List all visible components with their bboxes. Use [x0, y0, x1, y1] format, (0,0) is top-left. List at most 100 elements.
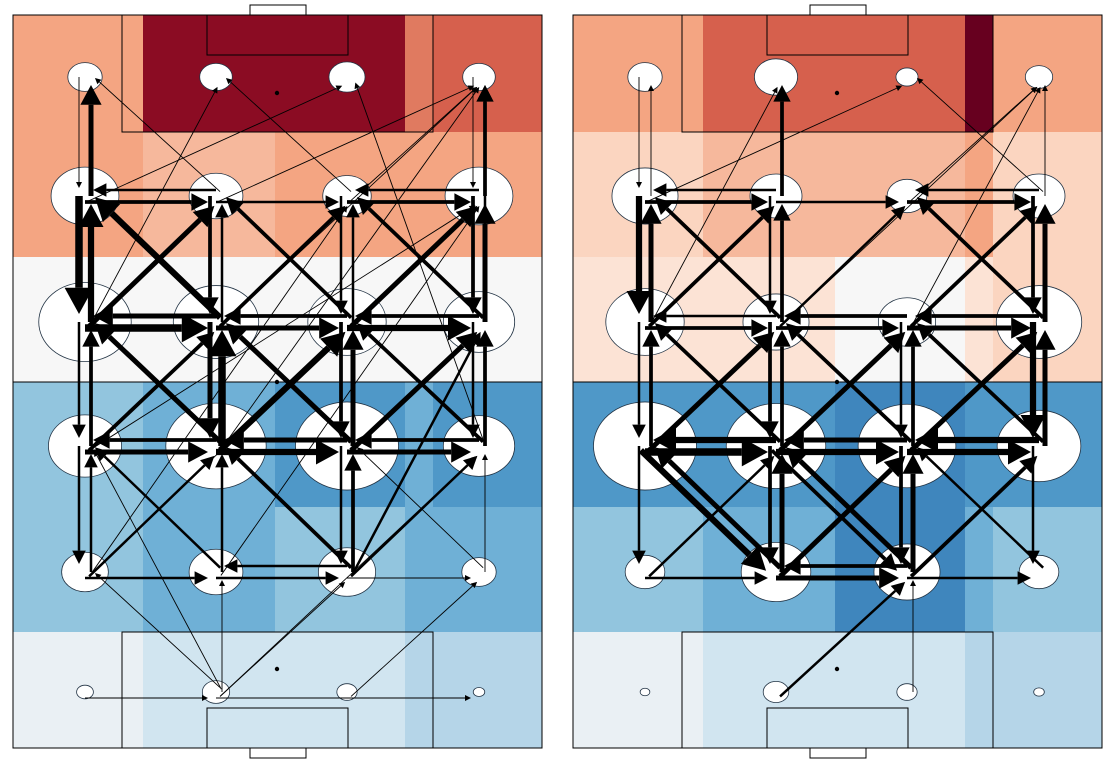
pass-arrow-shaft: [778, 467, 893, 579]
pass-arrow-head: [316, 439, 339, 465]
pass-arrow: [72, 322, 86, 438]
pass-arrow: [909, 205, 1038, 328]
pass-arrow-shaft: [107, 334, 222, 444]
zone-node: [172, 285, 260, 359]
centre-spot: [274, 379, 280, 385]
zone-node: [1018, 554, 1060, 590]
pass-arrow-head: [84, 454, 98, 468]
zone-cell: [965, 382, 993, 507]
pass-arrow: [347, 575, 471, 581]
pass-arrow: [1034, 330, 1056, 446]
pass-arrow: [76, 77, 82, 188]
pass-arrow-head: [356, 197, 375, 215]
pass-arrow-head: [448, 315, 471, 341]
pass-arrow: [351, 331, 481, 576]
bottom-penalty-spot: [834, 666, 840, 672]
pass-arrow-head: [94, 323, 117, 345]
pass-arrow: [785, 447, 913, 570]
pass-arrow-head: [202, 695, 208, 701]
pass-arrow-head: [354, 82, 361, 90]
pass-arrow-head: [225, 447, 244, 465]
pass-arrow-head: [1042, 85, 1048, 91]
pass-arrow: [89, 205, 348, 576]
pass-arrow-head: [640, 204, 662, 224]
pass-arrow-head: [910, 580, 916, 586]
pass-edges: [626, 77, 1056, 698]
zone-node: [725, 403, 827, 489]
pass-arrow-head: [895, 85, 903, 91]
pass-arrow-shaft: [909, 215, 1027, 328]
pass-arrow: [904, 330, 922, 446]
pass-arrow-shaft: [220, 210, 477, 576]
zone-node: [624, 554, 666, 590]
pass-arrow-shaft: [349, 217, 465, 329]
pass-arrow-head: [751, 319, 768, 337]
pass-arrow-head: [335, 85, 343, 91]
top-penalty-spot: [274, 90, 280, 96]
pass-arrow-head: [325, 571, 339, 585]
zone-node: [67, 62, 103, 92]
pass-arrow-head: [785, 323, 804, 341]
pass-arrow-head: [478, 85, 492, 99]
zone-node: [461, 557, 497, 587]
pass-arrow-head: [879, 553, 898, 571]
pass-arrow-head: [342, 330, 364, 350]
pass-arrow-head: [194, 571, 208, 585]
pass-arrow: [916, 447, 1045, 569]
pass-arrow: [902, 454, 924, 572]
zone-node: [762, 681, 790, 704]
top-penalty-spot: [834, 90, 840, 96]
zone-node: [896, 683, 918, 701]
pass-arrow: [94, 450, 222, 690]
pass-arrow: [647, 331, 775, 453]
pass-arrow-head: [1034, 330, 1056, 350]
pass-arrow: [342, 330, 364, 446]
pass-arrow: [215, 454, 229, 572]
pass-arrow-head: [885, 195, 899, 209]
pass-arrow: [779, 581, 906, 698]
pass-arrow-shaft: [647, 216, 764, 328]
pass-arrow-shaft: [236, 457, 353, 570]
pass-arrow-head: [882, 319, 899, 337]
pass-arrow: [653, 183, 776, 197]
zone-node: [76, 684, 94, 700]
pass-arrow: [640, 204, 662, 322]
zone-cell: [573, 632, 703, 748]
pass-arrow: [218, 85, 475, 202]
pass-arrow: [94, 447, 222, 569]
pass-arrow-head: [1030, 86, 1038, 94]
pass-arrow-head: [642, 330, 660, 347]
top-goal: [809, 4, 867, 16]
pass-arrow-head: [756, 205, 775, 224]
pass-arrow-shaft: [230, 81, 352, 192]
pass-arrow: [64, 196, 94, 314]
pass-arrow-shaft: [88, 335, 342, 577]
pass-arrow: [642, 330, 660, 446]
pitch-left: [12, 4, 543, 759]
pass-arrow-shaft: [349, 343, 465, 453]
pass-arrow: [84, 454, 98, 572]
pass-arrow-shaft: [770, 448, 887, 561]
pass-arrow-shaft: [87, 217, 202, 329]
pass-arrow: [80, 85, 102, 196]
pass-arrow-head: [78, 204, 104, 227]
pass-arrow-shaft: [238, 334, 353, 444]
pass-arrow-head: [76, 182, 82, 188]
zone-node: [336, 683, 358, 701]
pass-arrow-head: [771, 454, 793, 474]
pass-arrow-head: [467, 85, 475, 91]
pass-arrow-shaft: [779, 589, 897, 698]
pass-arrow: [216, 571, 339, 585]
pass-arrow: [350, 581, 478, 697]
pass-arrow-head: [191, 193, 208, 211]
pass-arrow-head: [1034, 204, 1056, 224]
pass-arrow: [215, 204, 229, 322]
pass-arrow-shaft: [236, 207, 353, 320]
pass-arrow-head: [94, 572, 102, 580]
pass-arrow: [220, 86, 480, 450]
pass-arrow: [645, 571, 768, 585]
pass-arrow-shaft: [89, 91, 216, 326]
zone-node: [188, 548, 244, 596]
zone-cell: [965, 507, 993, 632]
